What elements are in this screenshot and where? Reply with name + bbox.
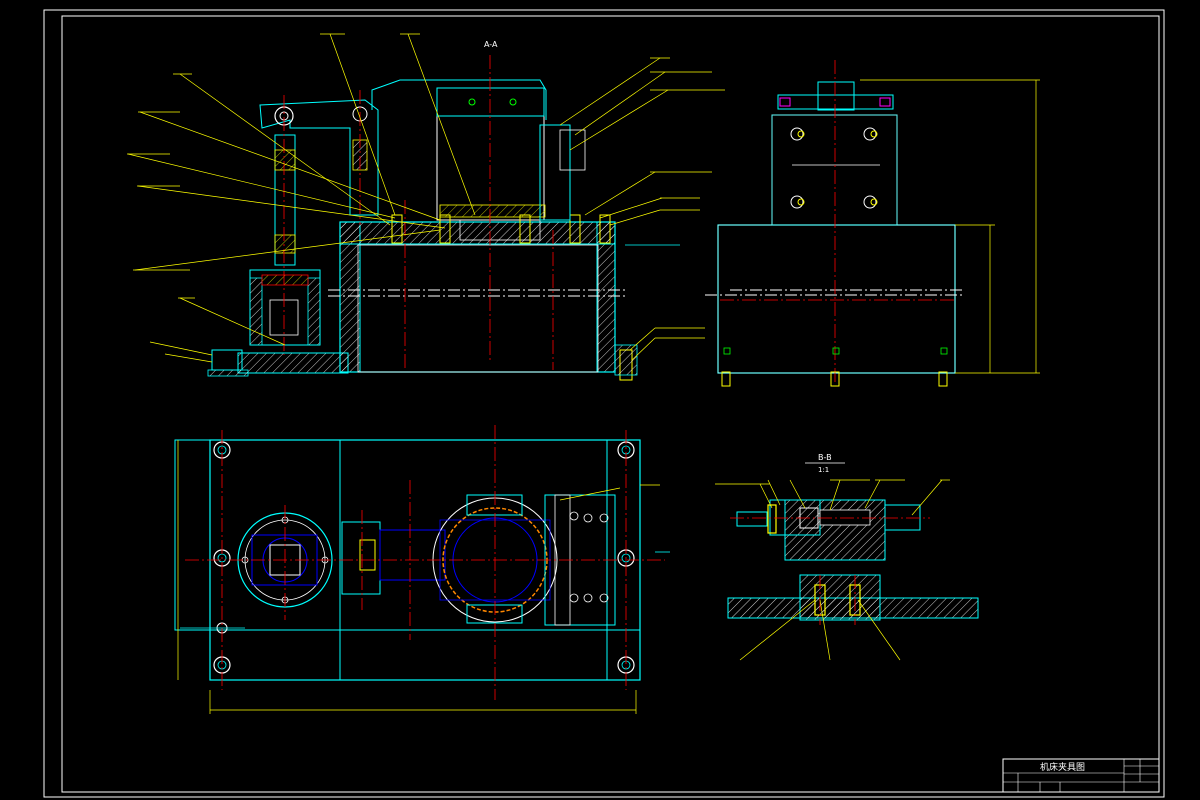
side-view (705, 60, 1040, 387)
title-block: 机床夹具图 (1002, 758, 1160, 793)
section-label-aa: A-A (484, 40, 498, 49)
base-plate (237, 352, 349, 374)
detail-section-view: B-B 1:1 (715, 453, 979, 661)
detail-scale: 1:1 (818, 466, 829, 474)
side-body (717, 224, 956, 374)
upper-housing (436, 87, 545, 221)
inner-border (61, 15, 1160, 793)
body-top-plate (339, 221, 616, 245)
vertical-rod (274, 134, 296, 266)
outer-border (43, 9, 1165, 798)
drawing-title: 机床夹具图 (1040, 761, 1085, 773)
body-inner (357, 244, 599, 373)
front-section-view: A-A (127, 33, 725, 381)
top-view (174, 425, 670, 714)
side-upper (771, 114, 898, 226)
section-label-bb: B-B (818, 453, 832, 462)
